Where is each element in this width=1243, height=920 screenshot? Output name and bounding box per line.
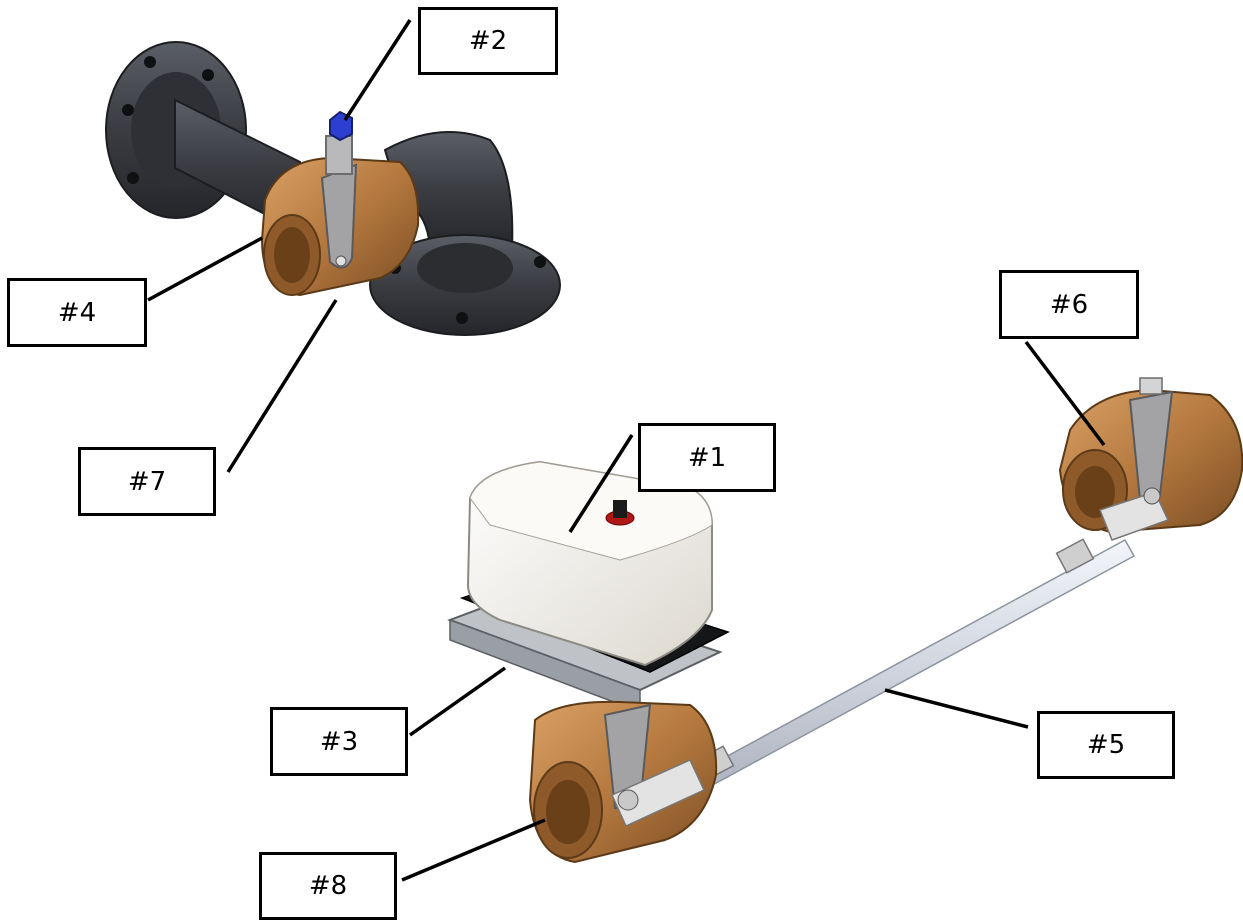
leader-7 [226,299,338,473]
leader-3 [408,666,507,737]
callout-3: #3 [270,707,408,776]
callout-8: #8 [259,852,397,920]
leader-lines [147,19,1106,882]
leader-6 [1024,340,1106,447]
callout-2: #2 [418,7,558,75]
callout-1: #1 [638,423,776,492]
right-valve [1058,377,1243,541]
leader-5 [884,688,1029,729]
callout-7: #7 [78,447,216,516]
leader-2 [343,19,412,121]
pipe-elbow [383,131,514,251]
leader-8 [401,818,546,882]
leader-1 [568,434,634,533]
callout-6: #6 [999,270,1139,339]
valve-handle-top [320,163,358,269]
callout-4: #4 [7,278,147,347]
callout-5: #5 [1037,711,1175,779]
actuator-valve [447,460,730,864]
leader-4 [147,236,263,302]
pipe-assembly-top [105,41,561,336]
